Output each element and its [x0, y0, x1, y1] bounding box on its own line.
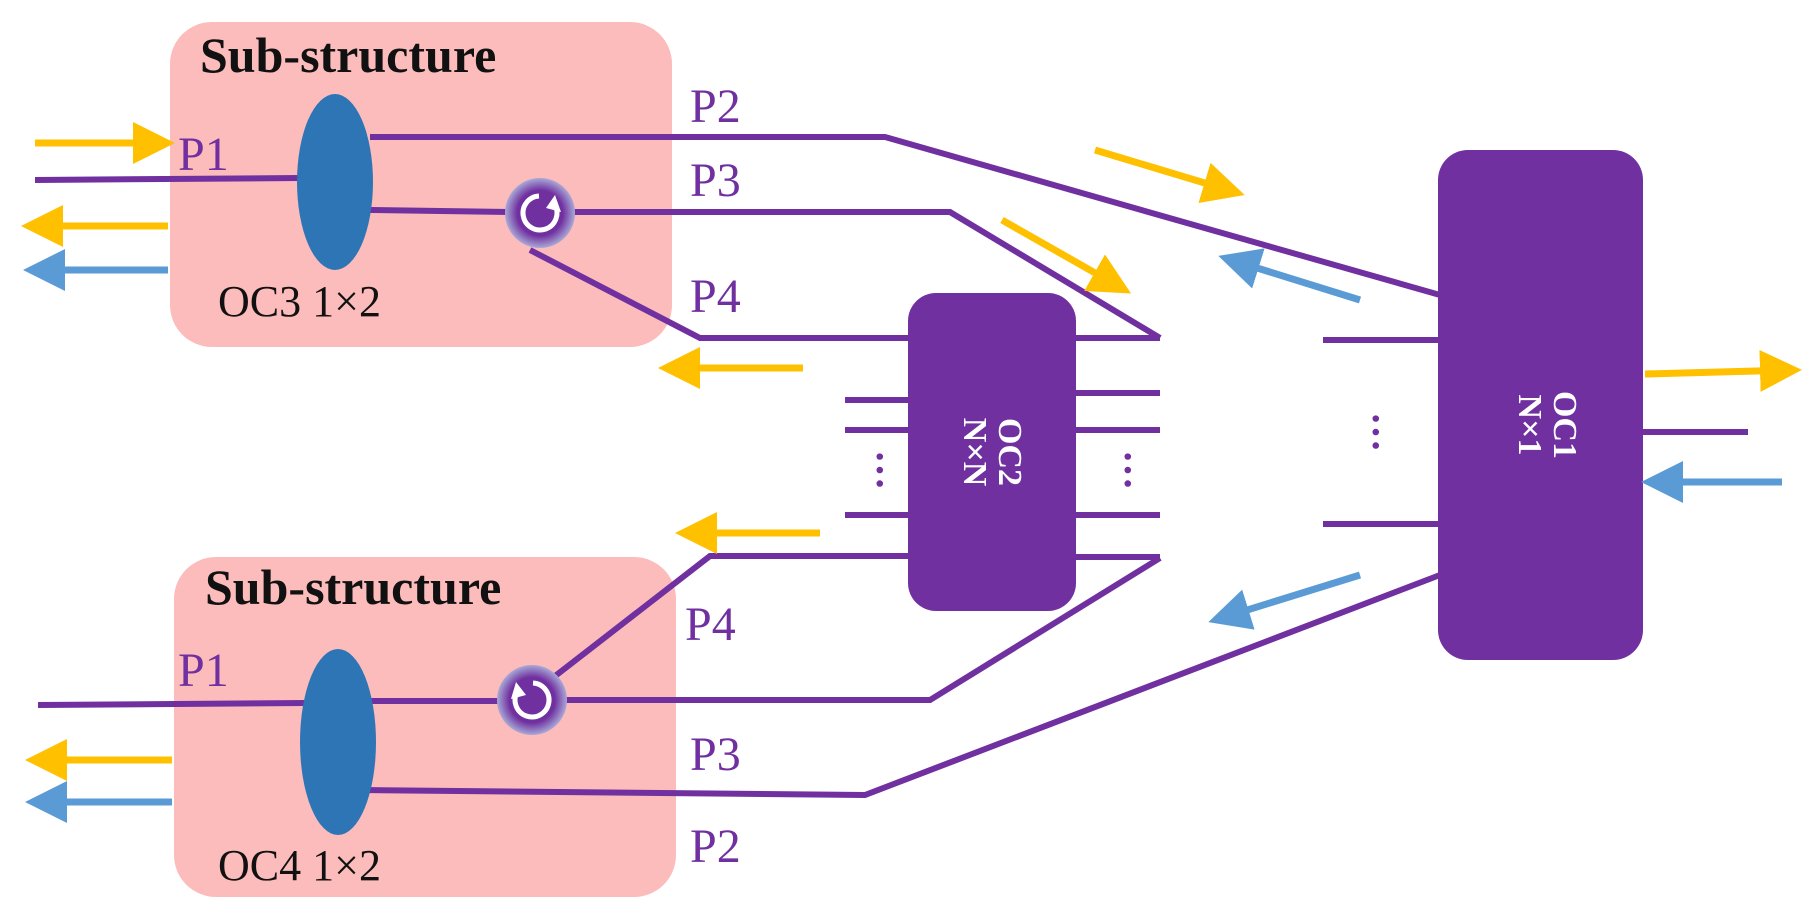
fiber-top-circulator-to-p4: [528, 247, 910, 341]
port-label-bottom-p3: P3: [690, 728, 741, 781]
port-label-top-p3: P3: [690, 154, 741, 207]
oc1-name: OC1: [1546, 391, 1583, 459]
coupler-oc4: [300, 649, 376, 835]
fiber-top-p3: [369, 207, 511, 215]
port-label-top-p1: P1: [178, 128, 229, 181]
oc2-right-ellipsis: …: [1116, 450, 1161, 490]
port-label-bottom-p1: P1: [178, 644, 229, 697]
fiber-bottom-circulator-to-p4: [548, 553, 910, 683]
substructure-bottom-box: [174, 557, 676, 897]
yellow-arrow-p2-forward: [1093, 146, 1245, 204]
fiber-bottom-p2-to-oc1: [361, 572, 1442, 799]
fiber-bottom-p1: [37, 700, 306, 708]
oc2-left-ellipsis: …: [868, 450, 913, 490]
substructure-bottom-title: Sub-structure: [205, 559, 501, 615]
fiber-top-p1: [34, 175, 301, 183]
substructure-top-title: Sub-structure: [200, 27, 496, 83]
fiber-top-p3-to-oc2-right: [570, 209, 1162, 341]
oc1-box: [1438, 150, 1643, 660]
oc2-size: N×N: [956, 418, 993, 487]
yellow-arrow-oc1-output: [1644, 349, 1802, 392]
yellow-arrow-p3-forward: [1000, 216, 1132, 294]
fiber-top-p2-to-oc1: [370, 134, 1441, 298]
blue-arrow-oc1-to-top: [1218, 248, 1362, 304]
port-label-bottom-p4: P4: [685, 598, 736, 651]
oc1-size: N×1: [1511, 395, 1548, 456]
circulator-counterclockwise-icon: [497, 665, 567, 735]
substructure-top-box: [170, 22, 672, 347]
coupler-oc4-label: OC4 1×2: [218, 841, 381, 890]
oc2-box: [908, 293, 1076, 611]
port-label-bottom-p2: P2: [690, 820, 741, 873]
oc1-ellipsis: …: [1364, 412, 1409, 452]
blue-arrow-oc1-to-bottom: [1208, 571, 1362, 630]
port-label-top-p4: P4: [690, 270, 741, 323]
circulator-clockwise-icon: [505, 178, 575, 248]
coupler-oc3-label: OC3 1×2: [218, 277, 381, 326]
oc2-name: OC2: [991, 418, 1028, 486]
coupler-oc3: [297, 94, 373, 270]
port-label-top-p2: P2: [690, 80, 741, 133]
fiber-bottom-circulator-to-p3: [560, 555, 1162, 703]
